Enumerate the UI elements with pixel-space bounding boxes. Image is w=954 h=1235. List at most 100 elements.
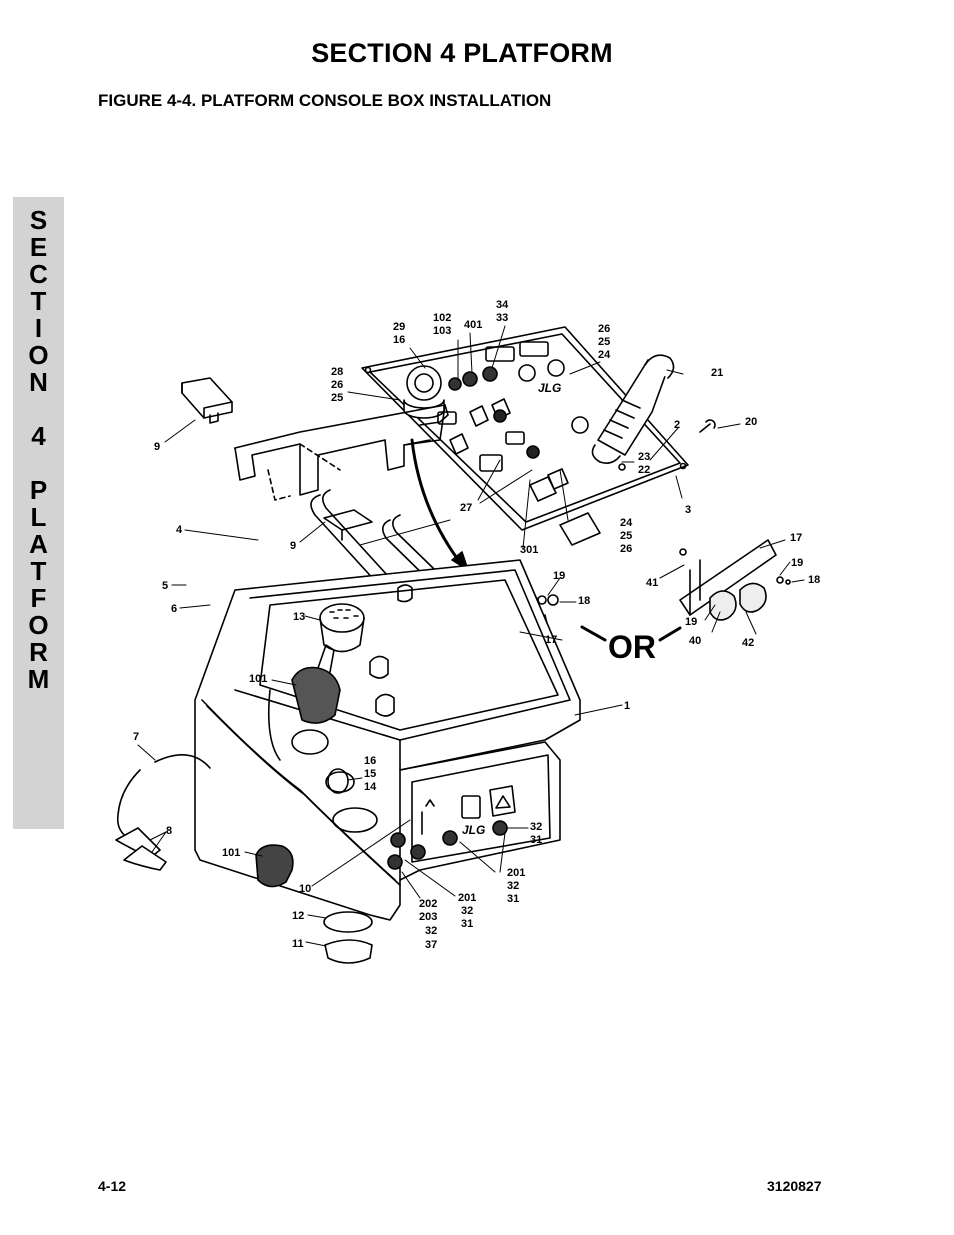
side-tab-letter: T (30, 286, 47, 316)
console-box-exploded-diagram: JLG JLG OR 29 16 102 103 401 34 33 26 25… (95, 290, 835, 980)
side-tab-letter: M (27, 664, 50, 694)
stud-upper (397, 584, 413, 603)
callout-26: 26 (598, 323, 610, 335)
callout-102: 102 (433, 312, 451, 324)
nut-18-mid (547, 594, 559, 606)
stud-middle (369, 655, 389, 679)
console-box-body (194, 559, 581, 921)
callout-32: 32 (425, 925, 437, 937)
figure-caption: FIGURE 4-4. PLATFORM CONSOLE BOX INSTALL… (98, 91, 552, 110)
callout-7: 7 (133, 731, 139, 743)
callout-19: 19 (553, 570, 565, 582)
callout-19: 19 (791, 557, 803, 569)
callout-26: 26 (331, 379, 343, 391)
side-tab-letter: P (29, 475, 48, 505)
callout-301: 301 (520, 544, 538, 556)
bracket-9-mid (323, 509, 373, 531)
side-tab-letter: C (29, 259, 48, 289)
callout-34: 34 (496, 299, 509, 311)
callout-31: 31 (530, 834, 542, 846)
callout-12: 12 (292, 910, 304, 922)
callout-11: 11 (292, 938, 304, 950)
screw-20 (699, 419, 716, 433)
cable-7 (154, 753, 211, 769)
side-tab-letter: A (29, 529, 48, 559)
callout-101: 101 (249, 673, 267, 685)
pin-8-b (123, 845, 167, 871)
callout-41: 41 (646, 577, 658, 589)
callout-2: 2 (674, 419, 680, 431)
callout-401: 401 (464, 319, 482, 331)
component-101-upper (291, 666, 341, 724)
callout-9: 9 (290, 540, 296, 552)
callout-21: 21 (711, 367, 723, 379)
side-tab-letter: I (34, 313, 43, 343)
callout-10: 10 (299, 883, 311, 895)
callout-23: 23 (638, 451, 650, 463)
callout-103: 103 (433, 325, 451, 337)
top-control-panel (361, 326, 689, 546)
callout-9: 9 (154, 441, 160, 453)
callout-203: 203 (419, 911, 437, 923)
callout-16: 16 (393, 334, 405, 346)
callout-25: 25 (598, 336, 610, 348)
side-tab-letter: 4 (31, 421, 46, 451)
leader-lines (137, 325, 805, 947)
side-tab-letter: O (28, 610, 49, 640)
callout-1: 1 (624, 700, 630, 712)
side-tab-letter: N (29, 367, 48, 397)
section-side-tab: S E C T I O N 4 P L A T F O R M (13, 197, 64, 829)
callout-20: 20 (745, 416, 757, 428)
or-separator-right (658, 626, 682, 642)
diagram-drawing: JLG JLG OR 29 16 102 103 401 34 33 26 25… (115, 299, 820, 964)
connector-13 (319, 603, 365, 653)
callout-17: 17 (790, 532, 802, 544)
callout-32: 32 (530, 821, 542, 833)
side-tab-letter: S (29, 205, 48, 235)
component-101-lower (255, 844, 294, 888)
callout-101: 101 (222, 847, 240, 859)
callout-19: 19 (685, 616, 697, 628)
callout-6: 6 (171, 603, 177, 615)
page-number: 4-12 (98, 1178, 127, 1194)
callout-5: 5 (162, 580, 168, 592)
side-tab-letter: L (30, 502, 47, 532)
callout-28: 28 (331, 366, 343, 378)
callout-27: 27 (460, 502, 472, 514)
callout-17: 17 (545, 634, 557, 646)
callout-22: 22 (638, 464, 650, 476)
callout-24: 24 (598, 349, 611, 361)
jlg-logo-top-panel: JLG (538, 381, 561, 395)
document-number: 3120827 (767, 1178, 822, 1194)
side-tab-letter: T (30, 556, 47, 586)
optional-bracket-assembly (679, 539, 791, 621)
callout-201: 201 (458, 892, 476, 904)
joystick (591, 354, 675, 464)
nut-11 (324, 939, 373, 964)
component-101-upper-stem (317, 644, 335, 673)
callout-16: 16 (364, 755, 376, 767)
callout-8: 8 (166, 825, 172, 837)
callout-18: 18 (578, 595, 590, 607)
callout-25: 25 (620, 530, 632, 542)
callout-42: 42 (742, 637, 754, 649)
side-tab-letter: E (29, 232, 48, 262)
callout-202: 202 (419, 898, 437, 910)
or-label: OR (608, 629, 656, 665)
side-tab-letter: F (30, 583, 47, 613)
cable-7-lower (116, 769, 141, 839)
callout-4: 4 (176, 524, 183, 536)
section-title: SECTION 4 PLATFORM (311, 38, 613, 68)
stud-lower (375, 693, 395, 717)
washer-12 (323, 911, 373, 933)
callout-18: 18 (808, 574, 820, 586)
callout-3: 3 (685, 504, 691, 516)
callout-13: 13 (293, 611, 305, 623)
bracket-9-top (181, 377, 233, 424)
callout-201: 201 (507, 867, 525, 879)
knob-16 (327, 768, 349, 794)
callout-33: 33 (496, 312, 508, 324)
callout-37: 37 (425, 939, 437, 951)
callout-26: 26 (620, 543, 632, 555)
callout-32: 32 (461, 905, 473, 917)
